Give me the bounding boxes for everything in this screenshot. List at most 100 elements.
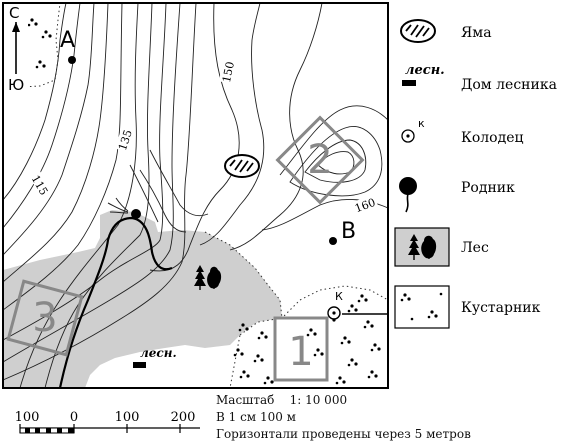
shrub-dot <box>245 327 249 331</box>
legend-label-well: Колодец <box>461 130 524 146</box>
shrub-dot <box>354 362 358 366</box>
contour-interval-note: Горизонтали проведены через 5 метров <box>216 427 471 441</box>
area-3: 3 <box>6 279 84 357</box>
forester-house-icon: лесн. <box>402 63 445 86</box>
shrub-dot <box>370 370 374 374</box>
scale-per-cm: В 1 см 100 м <box>216 410 297 424</box>
shrub-dot <box>30 18 34 22</box>
shrub-dot <box>256 354 260 358</box>
svg-text:100: 100 <box>15 410 40 425</box>
compass: С Ю <box>4 4 28 94</box>
shrub-dot <box>253 359 257 363</box>
forest-edge <box>204 231 283 319</box>
svg-text:150: 150 <box>220 60 237 83</box>
forest-icon <box>394 227 450 267</box>
shrub-dot <box>347 363 351 367</box>
svg-text:К: К <box>335 290 343 303</box>
shrub-dot <box>335 381 339 385</box>
shrub-dot <box>266 376 270 380</box>
scale-ratio: 1: 10 000 <box>289 393 348 407</box>
forest-symbol <box>194 265 222 290</box>
shrub-dot <box>233 353 237 357</box>
shrub-dot <box>338 376 342 380</box>
shrub-dot <box>316 348 320 352</box>
shrub-dot <box>374 374 378 378</box>
shrub-dot <box>257 336 261 340</box>
contour-label-160: 160 <box>351 194 378 215</box>
pit-icon <box>400 19 436 43</box>
scale-ticks: 100 0 100 200 <box>15 410 196 425</box>
svg-text:135: 135 <box>116 128 135 152</box>
legend-label-pit: Яма <box>461 25 492 41</box>
shrub-dot <box>38 60 42 64</box>
shrub-dot <box>347 309 351 313</box>
shrub-dot <box>306 333 310 337</box>
svg-text:160: 160 <box>353 196 377 215</box>
shrub-dot <box>350 304 354 308</box>
shrub-dot <box>377 347 381 351</box>
svg-text:лесн.: лесн. <box>140 346 177 360</box>
shrub-dot <box>27 23 31 27</box>
shrub-dot <box>340 341 344 345</box>
scale-title: Масштаб <box>216 393 275 407</box>
shrub-dot <box>347 340 351 344</box>
shrub-dot <box>354 308 358 312</box>
point-b: В <box>329 219 356 245</box>
shrub-dot <box>242 370 246 374</box>
svg-text:200: 200 <box>171 410 196 425</box>
shrub-dot <box>360 294 364 298</box>
svg-text:к: к <box>418 117 425 130</box>
legend-label-shrub: Кустарник <box>461 300 541 316</box>
pit-marker <box>224 154 260 178</box>
svg-text:0: 0 <box>70 410 78 425</box>
svg-text:100: 100 <box>115 410 140 425</box>
stream <box>107 197 129 214</box>
shrub-dot <box>48 34 52 38</box>
spring-marker <box>131 209 141 219</box>
svg-text:С: С <box>9 4 19 22</box>
shrub-dot <box>366 320 370 324</box>
shrub-dot <box>313 353 317 357</box>
shrub-dot <box>42 64 46 68</box>
contour-label-115: 115 <box>29 171 53 198</box>
svg-text:3: 3 <box>32 295 57 341</box>
shrub-dot <box>239 375 243 379</box>
legend-icons: лесн. к <box>394 19 450 329</box>
map-frame <box>2 2 389 389</box>
area-2: 2 <box>275 115 365 205</box>
shrub-dot <box>350 358 354 362</box>
shrub-dot <box>370 348 374 352</box>
shrub-dot <box>260 331 264 335</box>
shrub-dot <box>373 343 377 347</box>
shrub-dot <box>357 299 361 303</box>
shrub-dot <box>343 336 347 340</box>
shrub-dot <box>44 30 48 34</box>
area-1: 1 <box>273 316 329 382</box>
shrub-dot <box>41 35 45 39</box>
contour-label-150: 150 <box>218 59 237 84</box>
legend-label-spring: Родник <box>461 180 515 196</box>
shrub-dot <box>236 348 240 352</box>
shrub-dot <box>270 380 274 384</box>
svg-text:1: 1 <box>288 329 313 375</box>
shrub-dot <box>363 325 367 329</box>
shrub-dot <box>246 374 250 378</box>
shrub-dot <box>367 375 371 379</box>
legend-label-forest: Лес <box>461 240 489 256</box>
contour-label-135: 135 <box>114 127 135 152</box>
well-marker: К <box>327 290 343 320</box>
svg-text:лесн.: лесн. <box>405 63 445 78</box>
shrub-dot <box>342 380 346 384</box>
shrub-dot <box>313 332 317 336</box>
ravine-contours <box>129 149 209 233</box>
legend-labels: Яма Дом лесника Колодец Родник Лес Куста… <box>461 25 557 316</box>
svg-text:Ю: Ю <box>8 76 24 94</box>
svg-text:А: А <box>60 28 75 53</box>
shrub-icon <box>394 285 450 329</box>
scale-bar: 100 0 100 200 <box>15 410 200 434</box>
shrub-dot <box>263 381 267 385</box>
shrub-dot <box>320 352 324 356</box>
shrub-dot <box>238 328 242 332</box>
